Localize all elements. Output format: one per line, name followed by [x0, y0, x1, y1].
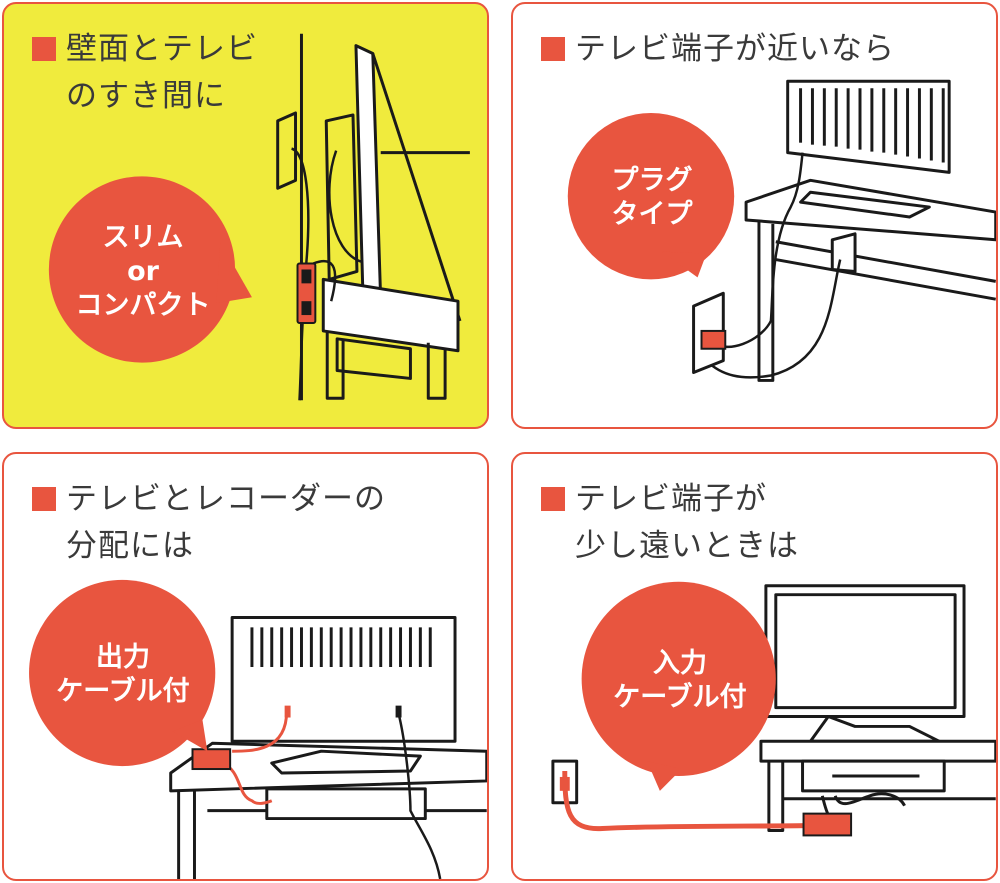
bubble-text: プラグ — [611, 165, 693, 196]
speech-bubble: スリム or コンパクト — [49, 178, 237, 366]
speech-bubble: 入力 ケーブル付 — [582, 583, 778, 779]
bubble-text: 入力 — [653, 648, 707, 679]
panel-title: テレビ端子が 少し遠いときは — [541, 476, 799, 570]
square-bullet-icon — [541, 487, 565, 511]
tv-stand-plug-illustration — [567, 79, 996, 382]
title-line: 少し遠いときは — [575, 528, 799, 564]
title-line: 分配には — [66, 528, 194, 564]
bubble-text: タイプ — [611, 199, 693, 230]
square-bullet-icon — [32, 487, 56, 511]
tv-recorder-splitter-illustration — [29, 579, 487, 879]
bubble-text: スリム — [102, 222, 184, 253]
panel-near-terminal: テレビ端子が近いなら プラグ タイプ — [511, 2, 998, 429]
title-line: テレビとレコーダーの — [66, 481, 386, 517]
tv-far-terminal-illustration — [551, 581, 996, 837]
speech-bubble: 出力 ケーブル付 — [29, 581, 217, 769]
square-bullet-icon — [541, 37, 565, 61]
bubble-text: ケーブル付 — [613, 682, 747, 713]
title-line: テレビ端子が近いなら — [575, 31, 895, 67]
panel-far-terminal: テレビ端子が 少し遠いときは 入力 ケーブル付 — [511, 452, 998, 881]
bubble-text: コンパクト — [75, 290, 211, 321]
tv-against-wall-illustration — [48, 33, 470, 401]
bubble-text: ケーブル付 — [56, 676, 190, 707]
panel-title: 壁面とテレビ のすき間に — [32, 26, 258, 120]
bubble-text: 出力 — [96, 642, 150, 673]
title-line: テレビ端子が — [575, 481, 767, 517]
square-bullet-icon — [32, 37, 56, 61]
panel-title: テレビ端子が近いなら — [541, 26, 895, 73]
bubble-text: or — [127, 256, 159, 287]
panel-tv-recorder: テレビとレコーダーの 分配には 出力 ケーブル付 — [2, 452, 489, 881]
title-line: のすき間に — [66, 78, 226, 114]
title-line: 壁面とテレビ — [66, 31, 258, 67]
speech-bubble: プラグ タイプ — [568, 114, 736, 282]
panel-title: テレビとレコーダーの 分配には — [32, 476, 386, 570]
panel-wall-gap: 壁面とテレビ のすき間に スリム or コンパクト — [2, 2, 489, 429]
